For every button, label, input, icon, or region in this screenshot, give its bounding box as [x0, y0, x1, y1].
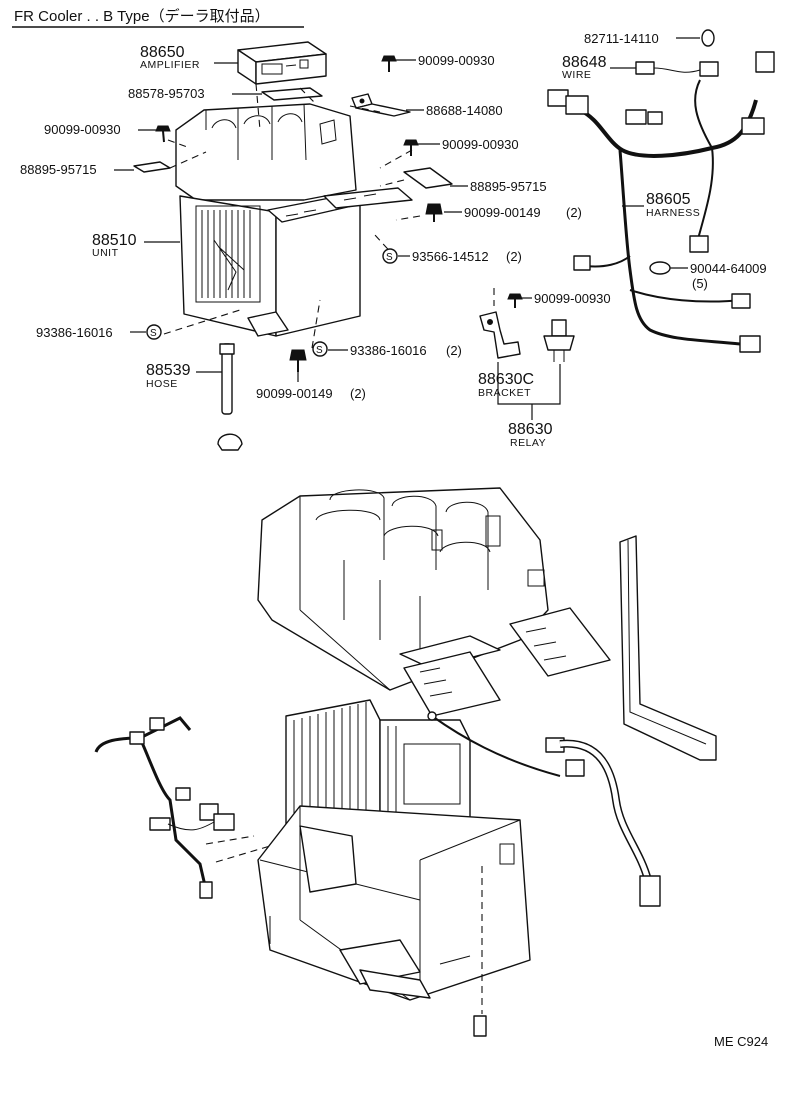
amplifier-name: AMPLIFIER [140, 59, 200, 71]
amplifier-number: 88650 [140, 44, 185, 61]
screw-s-right-number: 93566-14512 [412, 249, 489, 264]
screw-s-left-number: 93386-16016 [36, 325, 113, 340]
bolt-bottom-part[interactable] [289, 349, 307, 372]
bolt-right-number: 90099-00149 [464, 205, 541, 220]
bolt-bottom-number: 90099-00149 [256, 386, 333, 401]
screw-s-bottom-part[interactable]: S [312, 341, 328, 357]
bottom-clip-part[interactable] [473, 1015, 487, 1037]
bolt-right-part[interactable] [425, 203, 443, 222]
bracket-top-part[interactable] [351, 93, 411, 117]
relay-part[interactable] [543, 319, 575, 362]
screw-left-part[interactable] [155, 125, 171, 143]
bracket-name: BRACKET [478, 387, 531, 399]
screw-top-part[interactable] [381, 55, 397, 72]
screw-mid-number: 90099-00930 [442, 137, 519, 152]
clamp-part[interactable] [649, 261, 671, 275]
pad-right-part[interactable] [403, 167, 453, 189]
sensor-tube-part[interactable] [427, 711, 661, 907]
screw-left-number: 90099-00930 [44, 122, 121, 137]
upper-housing-part[interactable] [257, 487, 549, 691]
pad-right-number: 88895-95715 [470, 179, 547, 194]
lower-case-part[interactable] [257, 805, 531, 1001]
diagram-title: FR Cooler . . B Type（デーラ取付品） [14, 7, 270, 25]
expansion-valve-part[interactable] [94, 716, 235, 899]
pad-number: 88578-95703 [128, 86, 205, 101]
bolt-right-qty: (2) [566, 205, 582, 220]
svg-text:S: S [316, 345, 323, 356]
screw-s-right-part[interactable]: S [382, 248, 398, 264]
bracket-number: 88630C [478, 371, 534, 388]
svg-text:S: S [150, 328, 157, 339]
clamp-qty: (5) [692, 276, 708, 291]
harness-part[interactable] [547, 51, 775, 353]
hose-name: HOSE [146, 378, 178, 390]
housing-bracket-part[interactable] [399, 607, 611, 717]
amplifier-part[interactable] [237, 41, 327, 85]
pad-left-number: 88895-95715 [20, 162, 97, 177]
relay-number: 88630 [508, 421, 553, 438]
unit-name: UNIT [92, 247, 119, 259]
clip-part[interactable] [701, 29, 715, 47]
pad-part[interactable] [261, 87, 323, 101]
svg-text:S: S [386, 252, 393, 263]
wire-number: 88648 [562, 54, 607, 71]
wire-name: WIRE [562, 69, 591, 81]
screw-top-number: 90099-00930 [418, 53, 495, 68]
hose-part[interactable] [217, 343, 243, 451]
clamp-number: 90044-64009 [690, 261, 767, 276]
drain-hose-part[interactable] [619, 535, 717, 761]
harness-number: 88605 [646, 191, 691, 208]
bolt-bottom-qty: (2) [350, 386, 366, 401]
bracket-part[interactable] [479, 311, 521, 359]
unit-part[interactable] [175, 103, 413, 337]
pad-left-part[interactable] [133, 161, 171, 173]
hose-number: 88539 [146, 362, 191, 379]
screw-s-right-qty: (2) [506, 249, 522, 264]
screw-relay-number: 90099-00930 [534, 291, 611, 306]
bracket-top-number: 88688-14080 [426, 103, 503, 118]
wire-part[interactable] [635, 61, 719, 77]
screw-relay-part[interactable] [507, 293, 523, 308]
screw-s-left-part[interactable]: S [146, 324, 162, 340]
relay-name: RELAY [510, 437, 546, 449]
screw-s-bottom-qty: (2) [446, 343, 462, 358]
clip-number: 82711-14110 [584, 31, 659, 46]
screw-s-bottom-number: 93386-16016 [350, 343, 427, 358]
unit-number: 88510 [92, 232, 137, 249]
diagram-code: ME C924 [714, 1034, 768, 1049]
harness-name: HARNESS [646, 207, 700, 219]
